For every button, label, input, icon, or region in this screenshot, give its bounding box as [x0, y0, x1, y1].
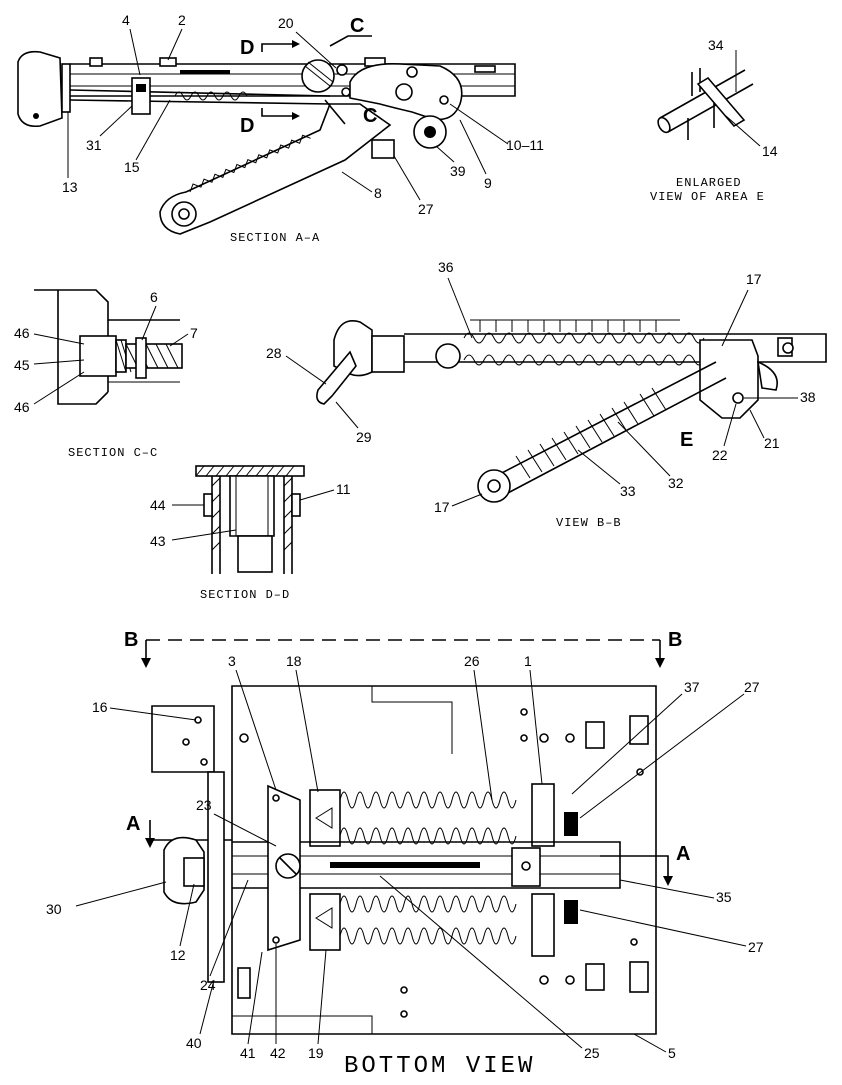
callout-7: 7 [190, 325, 198, 341]
callout-30: 30 [46, 901, 62, 917]
callout-38: 38 [800, 389, 816, 405]
callout-42: 42 [270, 1045, 286, 1061]
callout-27-upper: 27 [744, 679, 760, 695]
callout-21: 21 [764, 435, 780, 451]
caption-section-cc: SECTION C–C [68, 446, 158, 460]
callout-20: 20 [278, 15, 294, 31]
callout-40: 40 [186, 1035, 202, 1051]
callout-46-top: 46 [14, 325, 30, 341]
section-marker-a-right: A [676, 843, 690, 865]
callout-45: 45 [14, 357, 30, 373]
section-marker-c-bottom: C [363, 105, 377, 127]
callout-18: 18 [286, 653, 302, 669]
callout-8: 8 [374, 185, 382, 201]
callout-6: 6 [150, 289, 158, 305]
callout-27-lower: 27 [748, 939, 764, 955]
callout-36: 36 [438, 259, 454, 275]
section-marker-d-bottom: D [240, 115, 254, 137]
section-marker-e: E [680, 429, 693, 451]
section-marker-c-top: C [350, 15, 364, 37]
callout-24: 24 [200, 977, 216, 993]
callout-28: 28 [266, 345, 282, 361]
callout-11: 11 [336, 481, 351, 497]
callout-1: 1 [524, 653, 532, 669]
callout-25: 25 [584, 1045, 600, 1061]
callouts-section-aa: 4 2 20 31 15 13 8 27 39 9 10–11 [62, 12, 544, 217]
callout-10-11: 10–11 [506, 137, 544, 153]
section-marker-b-right: B [668, 629, 682, 651]
callout-46-bottom: 46 [14, 399, 30, 415]
callout-44: 44 [150, 497, 166, 513]
callout-34: 34 [708, 37, 724, 53]
section-marker-d-top: D [240, 37, 254, 59]
caption-bottom-view: BOTTOM VIEW [344, 1053, 535, 1080]
callout-39: 39 [450, 163, 466, 179]
section-aa-drawing [17, 35, 516, 235]
callout-17-bottom: 17 [434, 499, 450, 515]
callout-14: 14 [762, 143, 778, 159]
view-bb-drawing [316, 319, 827, 503]
callout-15: 15 [124, 159, 140, 175]
callout-31: 31 [86, 137, 102, 153]
caption-view-bb: VIEW B–B [556, 516, 622, 530]
caption-section-aa: SECTION A–A [230, 231, 320, 245]
callout-9: 9 [484, 175, 492, 191]
callout-37: 37 [684, 679, 700, 695]
caption-enlarged-1: ENLARGED [676, 176, 742, 190]
callout-43: 43 [150, 533, 166, 549]
callout-5: 5 [668, 1045, 676, 1061]
caption-section-dd: SECTION D–D [200, 588, 290, 602]
section-marker-b-left: B [124, 629, 138, 651]
callout-22: 22 [712, 447, 728, 463]
callout-2: 2 [178, 12, 186, 28]
callout-33: 33 [620, 483, 636, 499]
callout-3: 3 [228, 653, 236, 669]
bottom-view-drawing [151, 685, 657, 1035]
callout-27-top: 27 [418, 201, 434, 217]
callout-29: 29 [356, 429, 372, 445]
callout-26: 26 [464, 653, 480, 669]
callout-35: 35 [716, 889, 732, 905]
callout-16: 16 [92, 699, 108, 715]
callout-13: 13 [62, 179, 78, 195]
caption-enlarged-2: VIEW OF AREA E [650, 190, 765, 204]
callout-19: 19 [308, 1045, 324, 1061]
callout-12: 12 [170, 947, 186, 963]
enlarged-area-e-drawing [657, 50, 754, 140]
callout-41: 41 [240, 1045, 256, 1061]
section-cc-drawing [34, 289, 183, 405]
callouts-bottom-view: 16 3 18 26 1 37 27 23 30 12 24 40 41 42 … [46, 653, 764, 1061]
section-dd-drawing [195, 465, 305, 574]
callout-17-top: 17 [746, 271, 762, 287]
callout-23: 23 [196, 797, 212, 813]
callout-4: 4 [122, 12, 130, 28]
section-marker-a-left: A [126, 813, 140, 835]
callout-32: 32 [668, 475, 684, 491]
